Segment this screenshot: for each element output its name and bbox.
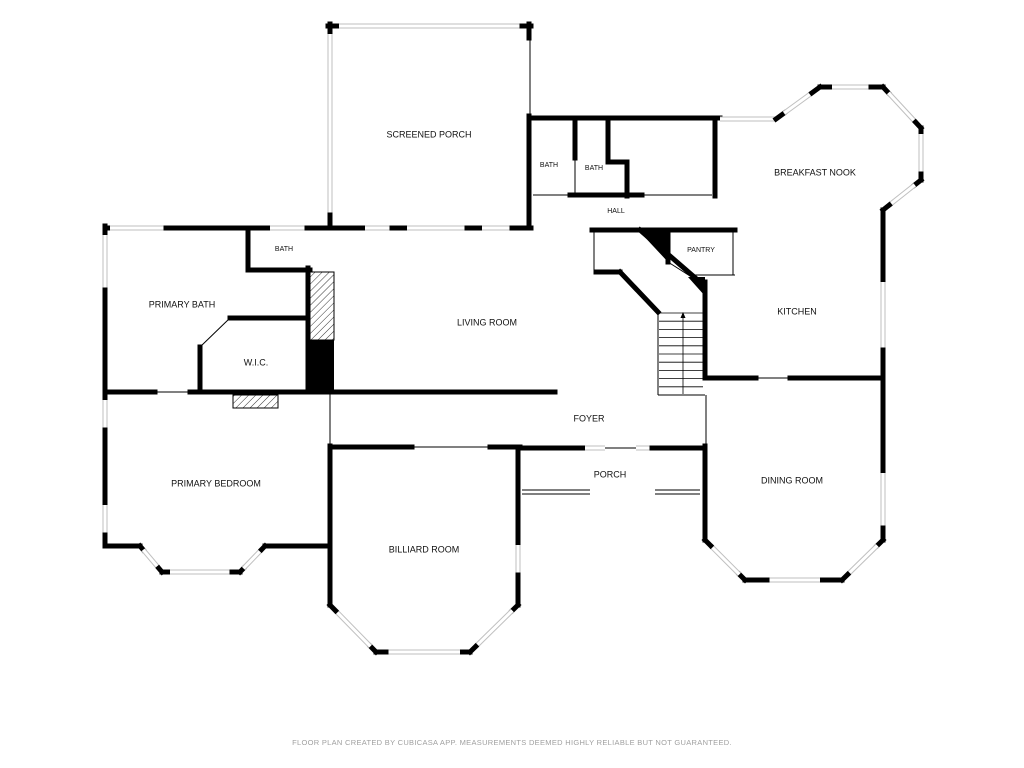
stair-direction-arrow: [680, 312, 686, 394]
footer-disclaimer: FLOOR PLAN CREATED BY CUBICASA APP. MEAS…: [292, 738, 732, 747]
window: [473, 608, 515, 649]
label-breakfast-nook: BREAKFAST NOOK: [774, 167, 856, 177]
label-hall: HALL: [607, 208, 625, 215]
stair-void-upper: [640, 232, 668, 262]
label-bath-hall-left: BATH: [540, 162, 558, 169]
label-primary-bath: PRIMARY BATH: [149, 299, 216, 309]
window-glass: [709, 544, 741, 576]
window: [708, 543, 742, 577]
window-glass: [242, 548, 263, 570]
wall: [508, 601, 522, 615]
label-bath-primary-wing: BATH: [275, 246, 293, 253]
wall: [873, 536, 887, 550]
label-kitchen: KITCHEN: [777, 306, 817, 316]
label-dining-room: DINING ROOM: [761, 475, 823, 485]
window: [241, 547, 264, 571]
wall: [879, 83, 892, 97]
window-glass: [887, 91, 917, 124]
label-bath-hall-right: BATH: [585, 165, 603, 172]
label-living-room: LIVING ROOM: [457, 317, 517, 327]
label-porch: PORCH: [594, 469, 627, 479]
label-screened-porch: SCREENED PORCH: [386, 129, 471, 139]
window: [782, 90, 814, 116]
label-foyer: FOYER: [573, 413, 605, 423]
wall: [616, 268, 662, 316]
wall: [772, 109, 788, 123]
window: [141, 548, 161, 570]
window-glass: [888, 183, 916, 207]
window: [333, 608, 373, 649]
walls-and-windows: [102, 21, 925, 656]
window-glass: [783, 91, 813, 115]
wall: [911, 176, 925, 189]
wall: [136, 542, 147, 554]
window: [845, 543, 880, 577]
label-billiard-room: BILLIARD ROOM: [389, 544, 460, 554]
wall: [735, 570, 749, 584]
window-glass: [474, 609, 514, 648]
window-glass: [334, 609, 372, 648]
room-labels: SCREENED PORCH BATH BATH HALL BREAKFAST …: [149, 129, 856, 554]
label-primary-bedroom: PRIMARY BEDROOM: [171, 478, 261, 488]
fireplace-bedroom: [232, 394, 279, 409]
window-glass: [142, 548, 160, 570]
label-pantry: PANTRY: [687, 247, 715, 254]
window: [886, 91, 918, 124]
wall: [366, 642, 380, 656]
label-wic: W.I.C.: [244, 357, 269, 367]
fireplace-living: [309, 271, 335, 392]
stair-arrow-head: [680, 312, 686, 318]
wall: [236, 564, 248, 576]
window: [887, 182, 917, 208]
window-glass: [846, 544, 879, 576]
opening-line: [199, 317, 231, 348]
fireplace-hearth: [309, 271, 335, 341]
fireplace-firebox: [310, 340, 334, 392]
opening-line: [667, 261, 691, 277]
